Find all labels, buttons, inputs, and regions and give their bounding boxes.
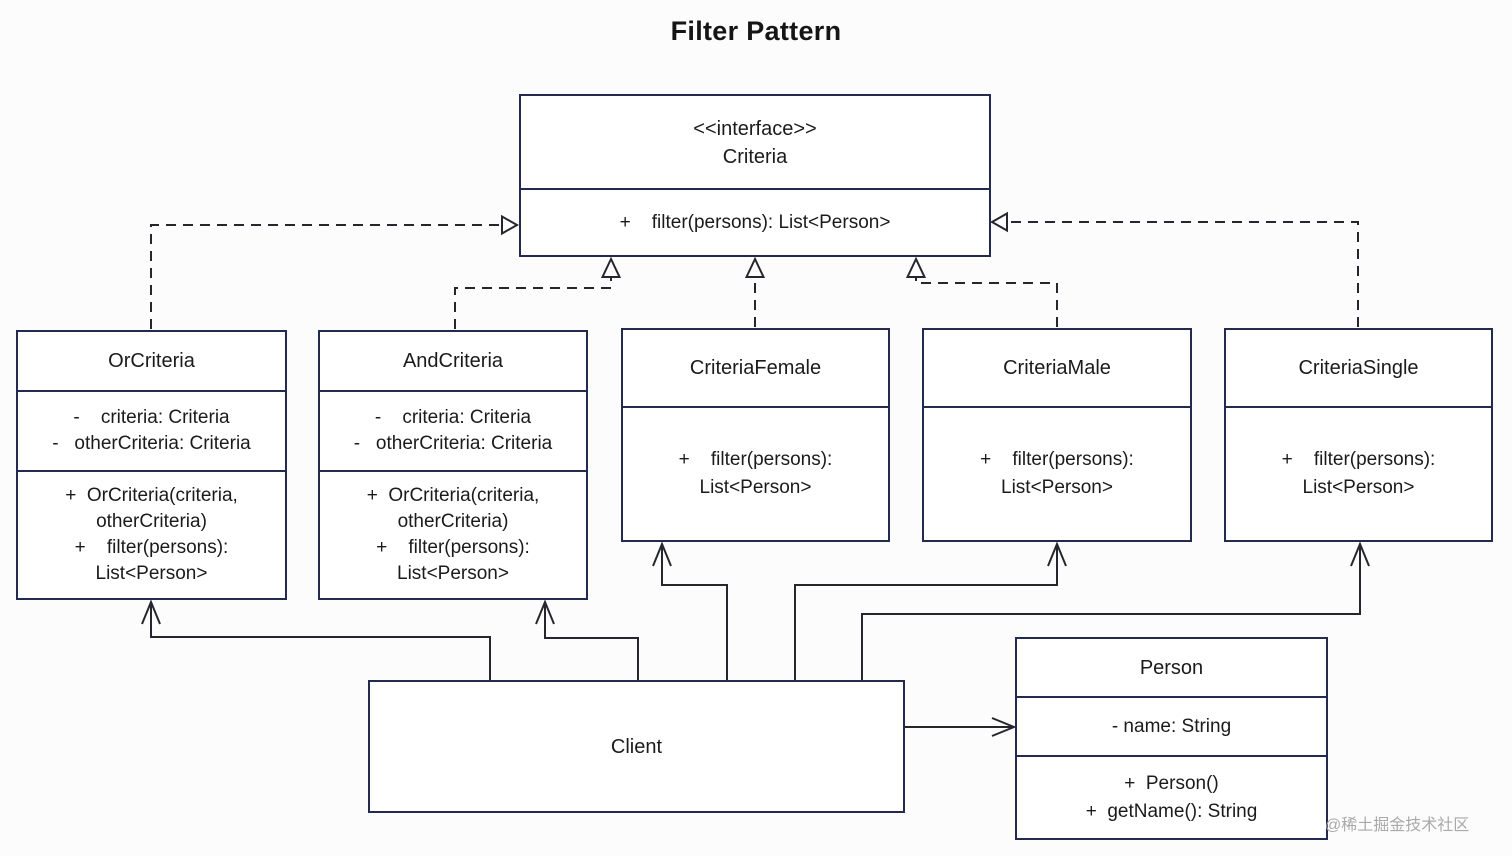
- class-name: Criteria: [722, 145, 788, 168]
- class-box-person: Person - name: String + Person() + getNa…: [1015, 637, 1328, 840]
- arrow-client-to-andcriteria: [535, 599, 639, 681]
- class-title-section: OrCriteria: [18, 332, 285, 390]
- solid-line: [861, 546, 1361, 681]
- hollow-triangle-arrowhead: [501, 214, 520, 236]
- class-title-section: CriteriaMale: [924, 330, 1190, 406]
- method-label: + Person(): [1124, 772, 1219, 794]
- class-title-section: Person: [1017, 639, 1326, 696]
- method-label: otherCriteria): [397, 511, 509, 532]
- attribute-label: - criteria: Criteria: [374, 407, 532, 428]
- method-label: + filter(persons):: [376, 537, 530, 558]
- solid-line: [150, 604, 491, 681]
- class-title-section: <<interface>> Criteria: [521, 96, 989, 188]
- class-name: AndCriteria: [402, 350, 504, 372]
- method-label: List<Person>: [397, 563, 509, 584]
- open-arrowhead: [141, 599, 161, 625]
- method-label: List<Person>: [1001, 477, 1113, 498]
- open-arrowhead: [535, 599, 555, 625]
- open-arrowhead: [1350, 541, 1370, 567]
- method-label: + filter(persons):: [74, 537, 229, 558]
- attribute-label: - otherCriteria: Criteria: [353, 433, 553, 454]
- class-methods-section: + filter(persons): List<Person>: [1226, 406, 1491, 540]
- class-box-orcriteria: OrCriteria - criteria: Criteria - otherC…: [16, 330, 287, 600]
- method-label: otherCriteria): [96, 511, 207, 532]
- open-arrowhead: [652, 541, 672, 567]
- method-label: + filter(persons):: [1281, 449, 1436, 470]
- class-box-andcriteria: AndCriteria - criteria: Criteria - other…: [318, 330, 588, 600]
- dashed-line: [915, 278, 1058, 327]
- arrow-client-to-criteriafemale: [652, 541, 728, 681]
- method-label: + filter(persons): List<Person>: [619, 211, 891, 233]
- class-name: CriteriaFemale: [689, 357, 822, 379]
- stereotype-label: <<interface>>: [693, 117, 817, 140]
- attribute-label: - criteria: Criteria: [73, 407, 230, 428]
- method-label: + filter(persons):: [678, 449, 833, 470]
- class-name: CriteriaMale: [1003, 357, 1111, 379]
- method-label: + getName(): String: [1085, 800, 1258, 822]
- realization-orcriteria-to-criteria: [150, 214, 520, 329]
- class-methods-section: + filter(persons): List<Person>: [924, 406, 1190, 540]
- solid-line: [661, 546, 728, 681]
- method-label: List<Person>: [699, 477, 812, 498]
- arrow-client-to-criteriamale: [794, 541, 1067, 681]
- class-methods-section: + OrCriteria(criteria, otherCriteria) + …: [320, 470, 586, 598]
- diagram-title: Filter Pattern: [670, 16, 842, 46]
- hollow-triangle-arrowhead: [905, 256, 927, 278]
- class-box-criteriafemale: CriteriaFemale + filter(persons): List<P…: [621, 328, 890, 542]
- class-attributes-section: - name: String: [1017, 696, 1326, 755]
- watermark: @稀土掘金技术社区: [1325, 817, 1470, 834]
- arrow-client-to-criteriasingle: [861, 541, 1370, 681]
- class-name: Client: [610, 735, 663, 758]
- class-methods-section: + OrCriteria(criteria, otherCriteria) + …: [18, 470, 285, 598]
- hollow-triangle-arrowhead: [989, 211, 1008, 233]
- class-box-client: Client: [368, 680, 905, 813]
- class-methods-section: + Person() + getName(): String: [1017, 755, 1326, 838]
- class-name: CriteriaSingle: [1298, 357, 1419, 379]
- realization-andcriteria-to-criteria: [454, 256, 622, 329]
- class-title-section: CriteriaSingle: [1226, 330, 1491, 406]
- class-name: Person: [1139, 656, 1204, 679]
- class-title-section: Client: [370, 682, 903, 811]
- class-attributes-section: - criteria: Criteria - otherCriteria: Cr…: [18, 390, 285, 470]
- open-arrowhead: [1047, 541, 1067, 567]
- method-label: + filter(persons):: [980, 449, 1134, 470]
- class-title-section: AndCriteria: [320, 332, 586, 390]
- realization-criteriafemale-to-criteria: [744, 256, 766, 327]
- class-box-criteriasingle: CriteriaSingle + filter(persons): List<P…: [1224, 328, 1493, 542]
- class-name: OrCriteria: [108, 350, 195, 372]
- method-label: List<Person>: [95, 563, 208, 584]
- arrow-client-to-person: [905, 717, 1017, 737]
- arrow-client-to-orcriteria: [141, 599, 491, 681]
- attribute-label: - otherCriteria: Criteria: [52, 433, 251, 454]
- open-arrowhead: [991, 717, 1017, 737]
- dashed-line: [150, 224, 503, 329]
- realization-criteriamale-to-criteria: [905, 256, 1058, 327]
- class-title-section: CriteriaFemale: [623, 330, 888, 406]
- realization-criteriasingle-to-criteria: [989, 211, 1359, 327]
- class-methods-section: + filter(persons): List<Person>: [521, 188, 989, 255]
- solid-line: [544, 604, 639, 681]
- dashed-line: [454, 278, 612, 329]
- hollow-triangle-arrowhead: [600, 256, 622, 278]
- class-box-criteriamale: CriteriaMale + filter(persons): List<Per…: [922, 328, 1192, 542]
- class-methods-section: + filter(persons): List<Person>: [623, 406, 888, 540]
- method-label: + OrCriteria(criteria,: [366, 485, 540, 506]
- method-label: + OrCriteria(criteria,: [65, 485, 238, 506]
- dashed-line: [1005, 221, 1359, 327]
- solid-line: [794, 546, 1058, 681]
- method-label: List<Person>: [1302, 477, 1415, 498]
- hollow-triangle-arrowhead: [744, 256, 766, 278]
- class-box-criteria-interface: <<interface>> Criteria + filter(persons)…: [519, 94, 991, 257]
- class-attributes-section: - criteria: Criteria - otherCriteria: Cr…: [320, 390, 586, 470]
- attribute-label: - name: String: [1111, 715, 1232, 737]
